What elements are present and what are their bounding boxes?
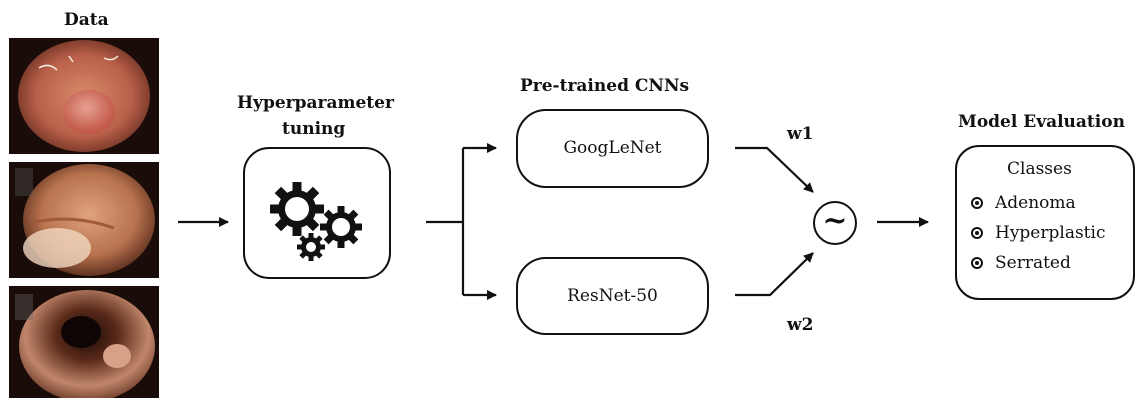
radio-icon xyxy=(971,197,983,209)
class-label: Hyperplastic xyxy=(995,223,1106,243)
endoscopy-image-2 xyxy=(9,162,159,278)
classes-label: Classes xyxy=(1007,159,1072,179)
weight-w1: w1 xyxy=(787,124,814,144)
cnns-title: Pre-trained CNNs xyxy=(520,76,690,96)
class-item-serrated: Serrated xyxy=(971,253,1071,273)
tuning-box xyxy=(243,147,391,279)
evaluation-title: Model Evaluation xyxy=(958,112,1125,132)
class-item-hyperplastic: Hyperplastic xyxy=(971,223,1105,243)
arrow-googlenet-to-ensemble xyxy=(735,146,814,193)
ensemble-symbol: ~ xyxy=(822,203,848,238)
googlenet-box: GoogLeNet xyxy=(516,109,709,188)
class-label: Serrated xyxy=(995,253,1071,273)
tuning-title-line2: tuning xyxy=(282,119,346,139)
radio-icon xyxy=(971,227,983,239)
evaluation-box: Classes Adenoma Hyperplastic Serrated xyxy=(955,145,1135,300)
endoscopy-image-3 xyxy=(9,286,159,398)
ensemble-node: ~ xyxy=(813,201,857,245)
class-label: Adenoma xyxy=(995,193,1076,213)
googlenet-label: GoogLeNet xyxy=(563,138,662,158)
endoscopy-image-1 xyxy=(9,38,159,154)
arrow-resnet-to-ensemble xyxy=(735,252,814,297)
tuning-title-line1: Hyperparameter xyxy=(237,93,394,113)
gears-icon xyxy=(269,181,362,261)
data-title: Data xyxy=(64,10,109,30)
class-item-adenoma: Adenoma xyxy=(971,193,1076,213)
resnet50-label: ResNet-50 xyxy=(567,286,658,306)
radio-icon xyxy=(971,257,983,269)
weight-w2: w2 xyxy=(787,315,814,335)
resnet50-box: ResNet-50 xyxy=(516,257,709,335)
